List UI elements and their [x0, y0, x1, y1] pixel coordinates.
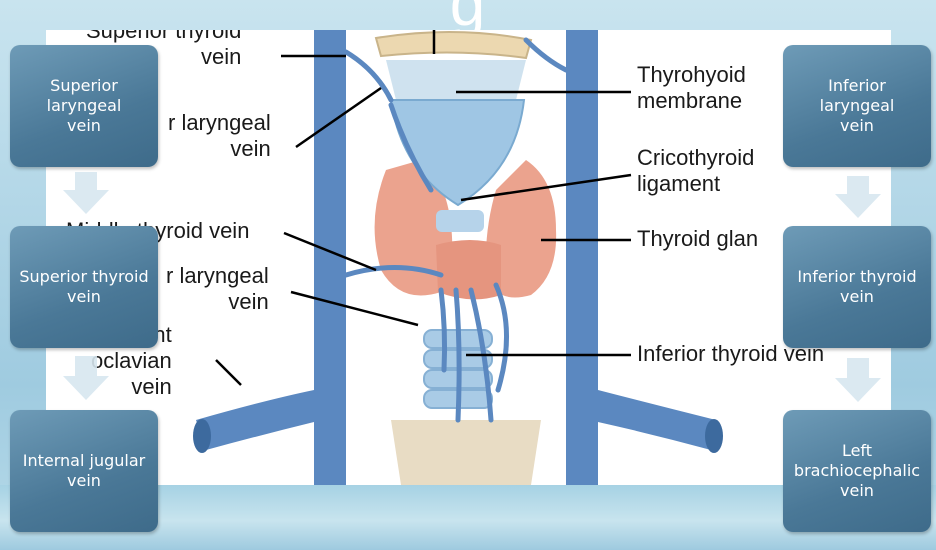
right-internal-jugular-vein — [314, 30, 346, 485]
flow-box-inferior-laryngeal-vein: Inferior laryngeal vein — [783, 45, 931, 167]
left-internal-jugular-vein — [566, 30, 598, 485]
label-thyroid-gland: Thyroid glan — [637, 226, 759, 251]
label-superior-thyroid-vein: Superior thyroid vein — [86, 30, 242, 69]
down-arrow-left-1 — [63, 172, 109, 214]
label-inferior-laryngeal-vein: r laryngeal vein — [166, 263, 269, 314]
right-subclavian-vein — [196, 390, 314, 450]
thyroid-cartilage — [389, 99, 526, 207]
flow-box-superior-laryngeal-vein: Superior laryngeal vein — [10, 45, 158, 167]
label-superior-laryngeal-vein: r laryngeal vein — [168, 110, 271, 161]
left-subclavian-end — [705, 419, 723, 453]
label-thyrohyoid-membrane: Thyrohyoid membrane — [637, 62, 746, 113]
manubrium — [391, 420, 541, 485]
flow-box-superior-thyroid-vein: Superior thyroid vein — [10, 226, 158, 348]
flow-box-internal-jugular-vein: Internal jugular vein — [10, 410, 158, 532]
right-subclavian-end — [193, 419, 211, 453]
down-arrow-right-1 — [835, 176, 881, 218]
thyrohyoid-membrane — [386, 60, 526, 100]
anatomy-figure: Superior thyroid vein r laryngeal vein M… — [46, 30, 891, 485]
label-cricothyroid-ligament: Cricothyroid ligament — [637, 145, 755, 196]
left-subclavian-vein — [598, 390, 716, 450]
cricoid-cartilage — [436, 210, 484, 232]
hyoid-bone — [374, 30, 533, 60]
flow-box-left-brachiocephalic-vein: Left brachiocephalic vein — [783, 410, 931, 532]
leader-lines — [215, 30, 632, 386]
down-arrow-right-2 — [835, 358, 881, 402]
flow-box-inferior-thyroid-vein: Inferior thyroid vein — [783, 226, 931, 348]
label-right-subclavian-vein: ght oclavian vein — [91, 322, 172, 399]
label-inferior-thyroid-vein: Inferior thyroid vein — [637, 341, 825, 366]
thyroid-veins-illustration — [193, 30, 723, 485]
thyroid-right-lobe — [374, 160, 453, 296]
small-veins — [343, 37, 569, 423]
thyroid-isthmus — [436, 240, 501, 300]
down-arrow-left-2 — [63, 356, 109, 400]
